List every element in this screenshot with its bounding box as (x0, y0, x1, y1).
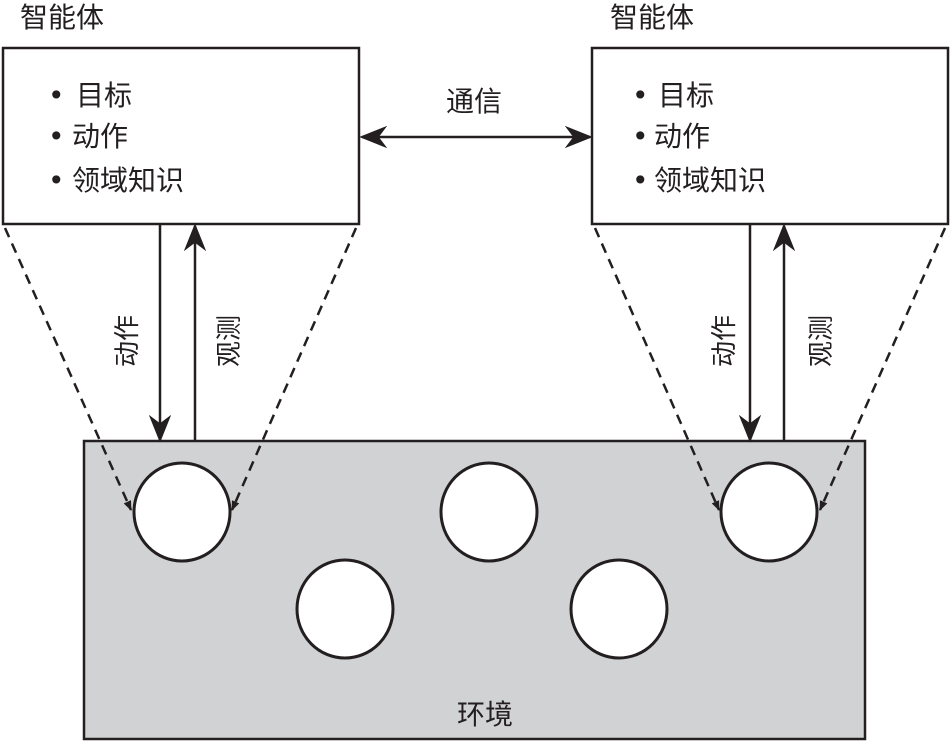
agent-2-bullet-3: • (632, 164, 649, 197)
entity-circle-1 (132, 461, 232, 563)
entity-circle-4 (295, 558, 395, 660)
entity-circle-2 (439, 461, 539, 563)
agent-2-action-label: 动作 (710, 315, 740, 367)
agent-1-observation-label: 观测 (215, 315, 245, 367)
agent-2-observation-label: 观测 (807, 315, 837, 367)
agent-2-item-goal: 目标 (658, 79, 714, 112)
agent-1-title: 智能体 (20, 1, 104, 34)
agent-2-title: 智能体 (610, 1, 694, 34)
agent-2-box (590, 46, 950, 226)
agent-1: 智能体 • 目标 • 动作 • 领域知识 动作 观测 (1, 1, 361, 511)
agent-1-bullet-2: • (48, 120, 65, 153)
entity-circle-5 (569, 558, 669, 660)
agent-1-view-line-left (3, 227, 133, 511)
agent-1-item-goal: 目标 (76, 79, 132, 112)
agent-1-action-label: 动作 (113, 315, 143, 367)
agent-1-item-knowledge: 领域知识 (72, 164, 184, 197)
agent-2-view-line-left (593, 227, 721, 511)
agent-2: 智能体 • 目标 • 动作 • 领域知识 动作 观测 (590, 1, 950, 511)
agent-2-view-line-right (818, 227, 947, 511)
agent-2-item-knowledge: 领域知识 (654, 164, 766, 197)
agent-2-bullet-2: • (632, 120, 649, 153)
agent-1-box (1, 46, 361, 226)
entity-circle-3 (719, 461, 819, 563)
agent-1-view-line-right (230, 227, 358, 511)
agent-2-item-action: 动作 (654, 120, 710, 153)
agent-1-item-action: 动作 (72, 120, 128, 153)
environment-label: 环境 (457, 698, 513, 731)
communication-label: 通信 (446, 85, 502, 118)
agent-1-bullet-3: • (48, 164, 65, 197)
agent-1-bullet-1: • (48, 79, 65, 112)
agent-2-bullet-1: • (632, 79, 649, 112)
